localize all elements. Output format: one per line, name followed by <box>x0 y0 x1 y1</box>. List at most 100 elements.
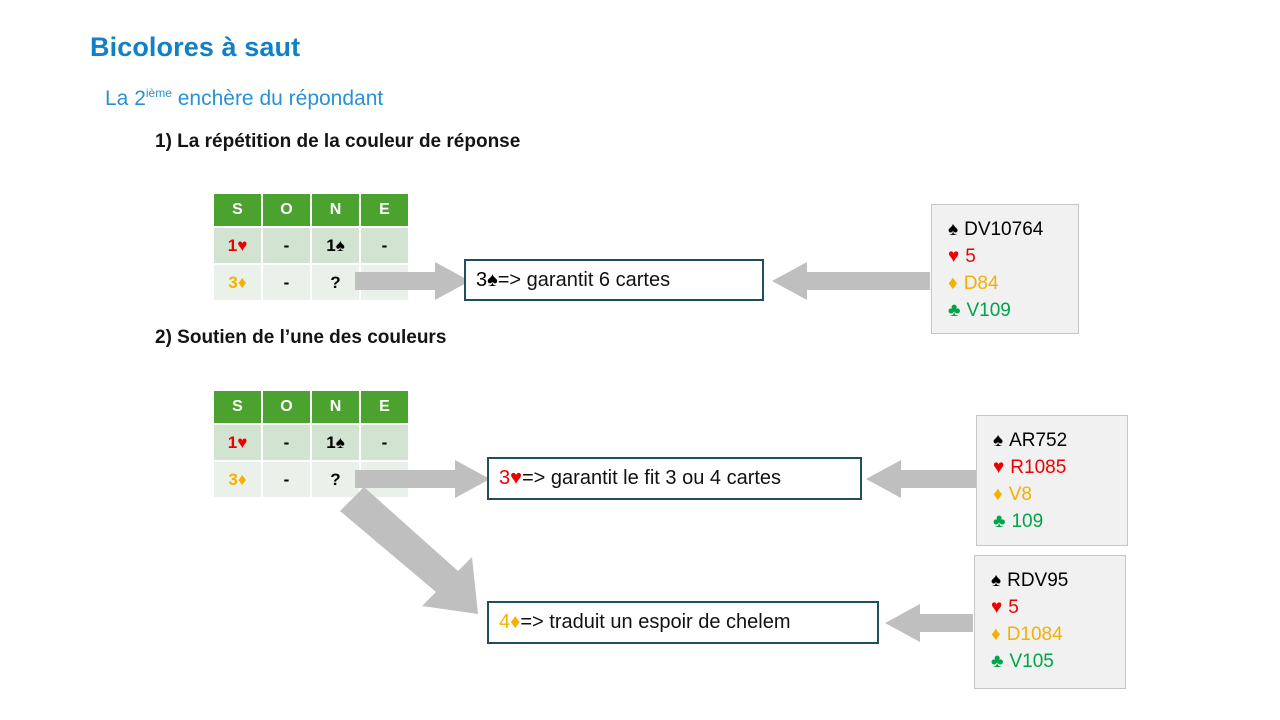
bid-value: 1♠ <box>326 235 345 255</box>
hand-box-2: ♠AR752 ♥R1085 ♦V8 ♣109 <box>976 415 1128 546</box>
bid-cell: 1♠ <box>310 226 361 265</box>
bid-value: 1♠ <box>326 432 345 452</box>
answer-box-2: 3♥ => garantit le fit 3 ou 4 cartes <box>487 457 862 500</box>
table-row: 1♥ - 1♠ - <box>212 423 410 462</box>
subtitle-superscript: ième <box>145 86 172 100</box>
spade-cards: RDV95 <box>1007 570 1069 591</box>
table-header-row: S O N E <box>212 389 410 425</box>
hand-row-diamonds: ♦D1084 <box>991 622 1125 649</box>
bid-cell: 1♠ <box>310 423 361 462</box>
heart-cards: 5 <box>965 245 976 267</box>
bid-cell: - <box>359 226 410 265</box>
arrow-diagonal-table2-to-answer3 <box>340 487 500 622</box>
heart-cards: R1085 <box>1010 456 1067 478</box>
page-title: Bicolores à saut <box>90 32 301 62</box>
hand-row-clubs: ♣109 <box>993 509 1127 536</box>
section-heading-2: 2) Soutien de l’une des couleurs <box>155 327 447 348</box>
answer-box-3: 4♦ => traduit un espoir de chelem <box>487 601 879 644</box>
heart-icon: ♥ <box>948 245 960 267</box>
bid-value: - <box>381 235 388 255</box>
answer-bid: 3♥ <box>499 467 522 489</box>
bid-cell-question: ? <box>310 460 361 499</box>
hand-row-clubs: ♣V109 <box>948 298 1078 325</box>
table-row: 1♥ - 1♠ - <box>212 226 410 265</box>
arrow-left-hand1-to-answer1 <box>772 262 930 300</box>
hand-row-hearts: ♥R1085 <box>993 455 1127 482</box>
column-header-west: O <box>261 389 312 425</box>
club-icon: ♣ <box>948 299 961 321</box>
hand-box-1: ♠DV10764 ♥5 ♦D84 ♣V109 <box>931 204 1079 334</box>
spade-cards: DV10764 <box>964 219 1044 240</box>
hand-row-clubs: ♣V105 <box>991 649 1125 676</box>
bid-value: 3♦ <box>228 469 247 489</box>
answer-text: => traduit un espoir de chelem <box>520 611 791 633</box>
bidding-table-2: S O N E 1♥ - 1♠ - 3♦ - ? <box>212 389 410 499</box>
bid-value: ? <box>330 469 341 489</box>
column-header-north: N <box>310 192 361 228</box>
spade-cards: AR752 <box>1009 430 1068 451</box>
diamond-icon: ♦ <box>991 623 1001 645</box>
column-header-north: N <box>310 389 361 425</box>
hand-row-diamonds: ♦V8 <box>993 482 1127 509</box>
arrow-left-hand2-to-answer2 <box>866 460 979 498</box>
answer-bid: 3♠ <box>476 268 498 291</box>
bid-cell: 1♥ <box>212 423 263 462</box>
bid-value: - <box>381 432 388 452</box>
spade-icon: ♠ <box>991 570 1002 591</box>
hand-row-diamonds: ♦D84 <box>948 271 1078 298</box>
bid-value: 1♥ <box>227 235 248 255</box>
column-header-east: E <box>359 192 410 228</box>
spade-icon: ♠ <box>948 219 959 240</box>
heart-cards: 5 <box>1008 596 1019 618</box>
club-cards: 109 <box>1011 510 1044 532</box>
column-header-east: E <box>359 389 410 425</box>
hand-row-spades: ♠RDV95 <box>991 568 1125 595</box>
diamond-cards: D84 <box>963 272 999 294</box>
bid-value: 3♦ <box>228 272 247 292</box>
hand-row-hearts: ♥5 <box>948 244 1078 271</box>
bid-cell: - <box>261 263 312 302</box>
page-subtitle: La 2ième enchère du répondant <box>105 86 383 111</box>
bid-value: - <box>283 469 290 489</box>
bid-cell: 3♦ <box>212 263 263 302</box>
arrow-left-hand3-to-answer3 <box>885 604 973 642</box>
bid-value: 1♥ <box>227 432 248 452</box>
answer-text: => garantit le fit 3 ou 4 cartes <box>522 467 782 489</box>
bid-cell: - <box>359 423 410 462</box>
bid-cell: - <box>261 423 312 462</box>
column-header-south: S <box>212 389 263 425</box>
subtitle-text-before: La 2 <box>105 87 146 110</box>
diamond-cards: V8 <box>1008 483 1032 505</box>
hand-row-spades: ♠AR752 <box>993 428 1127 455</box>
diamond-icon: ♦ <box>948 272 958 294</box>
diamond-icon: ♦ <box>993 483 1003 505</box>
diamond-cards: D1084 <box>1006 623 1063 645</box>
bid-value: - <box>283 432 290 452</box>
club-cards: V109 <box>966 299 1011 321</box>
spade-icon: ♠ <box>993 430 1004 451</box>
club-icon: ♣ <box>993 510 1006 532</box>
club-icon: ♣ <box>991 650 1004 672</box>
hand-row-hearts: ♥5 <box>991 595 1125 622</box>
section-heading-1: 1) La répétition de la couleur de répons… <box>155 131 521 152</box>
bid-cell: - <box>261 226 312 265</box>
bidding-table-1: S O N E 1♥ - 1♠ - 3♦ - ? <box>212 192 410 302</box>
subtitle-text-after: enchère du répondant <box>171 87 384 110</box>
bid-cell: 3♦ <box>212 460 263 499</box>
bid-value: - <box>283 235 290 255</box>
column-header-west: O <box>261 192 312 228</box>
club-cards: V105 <box>1009 650 1054 672</box>
arrow-right-table2-to-answer2 <box>355 460 490 498</box>
answer-box-1: 3♠ => garantit 6 cartes <box>464 259 764 301</box>
hand-row-spades: ♠DV10764 <box>948 217 1078 244</box>
table-header-row: S O N E <box>212 192 410 228</box>
hand-box-3: ♠RDV95 ♥5 ♦D1084 ♣V105 <box>974 555 1126 689</box>
answer-bid: 4♦ <box>499 611 521 633</box>
arrow-right-table1-to-answer1 <box>355 262 470 300</box>
bid-cell: 1♥ <box>212 226 263 265</box>
bid-value: - <box>283 272 290 292</box>
answer-text: => garantit 6 cartes <box>497 268 671 291</box>
heart-icon: ♥ <box>991 596 1003 618</box>
bid-cell: - <box>261 460 312 499</box>
